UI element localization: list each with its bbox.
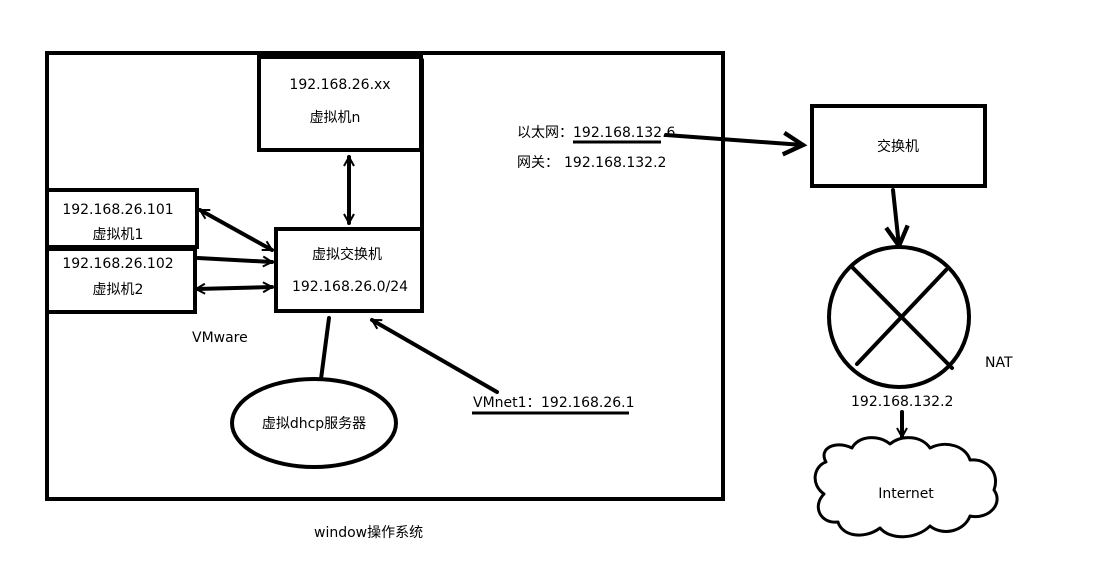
vm-1-ip: 192.168.26.101 [62, 202, 173, 218]
vm-n-node[interactable]: 192.168.26.xx 虚拟机n [257, 55, 423, 152]
vm-2-ip: 192.168.26.102 [62, 256, 173, 272]
vmnet1-ip: 192.168.26.1 [541, 395, 635, 411]
gateway-ip: 192.168.132.2 [564, 155, 666, 171]
vmware-label: VMware [192, 330, 248, 346]
nat-ip: 192.168.132.2 [851, 394, 953, 410]
vm-n-ip: 192.168.26.xx [289, 77, 390, 93]
vm-2-name: 虚拟机2 [93, 282, 144, 298]
internet-node[interactable]: Internet [813, 436, 999, 539]
nat-router-node[interactable] [827, 245, 971, 389]
windows-os-label: window操作系统 [314, 525, 423, 541]
cloud-icon [813, 436, 999, 539]
virtual-switch-name: 虚拟交换机 [312, 246, 382, 263]
vm-n-name: 虚拟机n [310, 110, 361, 126]
ethernet-ip: 192.168.132.6 [573, 125, 676, 141]
virtual-switch-subnet: 192.168.26.0/24 [292, 279, 408, 295]
vm-2-to-switch-arrow [196, 287, 272, 289]
vm-1-to-switch-arrow [198, 208, 274, 252]
vm-1-name: 虚拟机1 [93, 227, 144, 243]
physical-switch-node[interactable]: 交换机 [810, 104, 987, 188]
gateway-label: 网关： [517, 155, 559, 171]
dhcp-server-node[interactable]: 虚拟dhcp服务器 [230, 377, 398, 469]
vm-2-node[interactable]: 192.168.26.102 虚拟机2 [45, 247, 197, 314]
vmnet1-label: VMnet1： [473, 395, 541, 411]
physical-switch-label: 交换机 [877, 138, 919, 155]
switch-to-nat-arrow [893, 188, 899, 246]
dhcp-to-switch-line [319, 316, 331, 381]
ethernet-label: 以太网： [517, 125, 573, 141]
nat-label: NAT [985, 355, 1013, 371]
vm-1-node[interactable]: 192.168.26.101 虚拟机1 [45, 188, 199, 249]
virtual-switch-node[interactable]: 虚拟交换机 192.168.26.0/24 [274, 227, 424, 313]
ethernet-to-switch-arrow [664, 135, 803, 145]
vmnet1-to-switch-arrow [370, 318, 499, 394]
host-to-switch-arrow [196, 258, 272, 262]
internet-label: Internet [878, 486, 934, 502]
dhcp-server-label: 虚拟dhcp服务器 [262, 416, 366, 432]
